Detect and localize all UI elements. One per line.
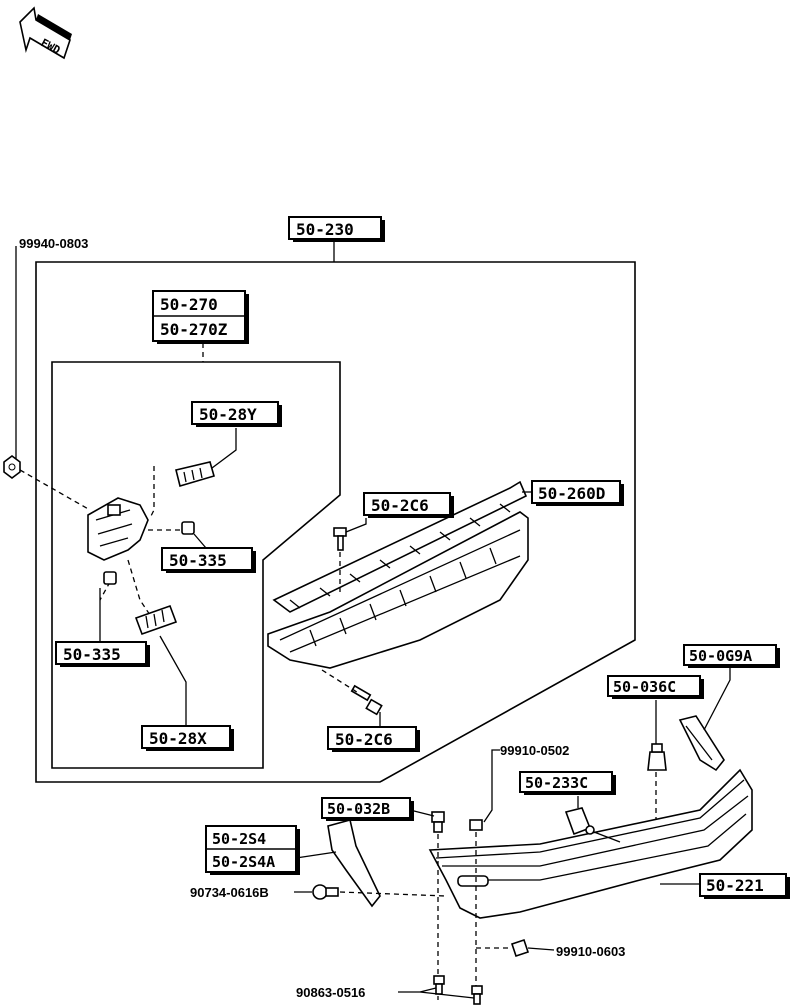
assembly-frame-50-270 <box>51 361 341 769</box>
clip-part-50-335-b <box>103 571 117 585</box>
bracket-part <box>87 497 149 561</box>
reinforcement-part-50-260d <box>272 480 528 613</box>
assembly-frame-50-230 <box>35 261 636 783</box>
svg-text:50-2C6: 50-2C6 <box>335 730 393 749</box>
label-50-28x: 50-28X <box>141 725 234 751</box>
fwd-arrow-icon: FWD <box>19 6 72 60</box>
bolt-part-50-2c6-bottom <box>350 684 383 716</box>
svg-text:50-270: 50-270 <box>160 295 218 314</box>
label-50-28y: 50-28Y <box>191 401 282 427</box>
nut-part-90734-06168 <box>312 884 339 900</box>
svg-text:50-28Y: 50-28Y <box>199 405 257 424</box>
label-50-233c: 50-233C <box>519 771 616 795</box>
svg-text:50-335: 50-335 <box>63 645 121 664</box>
nut-part-99940-0803 <box>3 455 21 479</box>
svg-text:50-2S4: 50-2S4 <box>212 830 266 848</box>
svg-text:50-0G9A: 50-0G9A <box>689 647 752 665</box>
bumper-cover-part-50-221 <box>428 768 753 919</box>
svg-text:50-032B: 50-032B <box>327 800 390 818</box>
label-99910-0603: 99910-0603 <box>556 944 625 959</box>
label-50-2c6-top: 50-2C6 <box>363 492 454 518</box>
clip-part-50-233c <box>564 807 595 836</box>
label-50-221: 50-221 <box>699 873 790 899</box>
bracket-part-50-0g9a <box>678 715 725 772</box>
absorber-part <box>267 511 529 669</box>
svg-text:50-230: 50-230 <box>296 220 354 239</box>
label-50-270: 50-270 50-270Z <box>152 290 249 344</box>
label-50-335-b: 50-335 <box>55 641 150 667</box>
nut-part-99910-0603 <box>510 938 530 958</box>
label-90734-06168: 90734-0616B <box>190 885 269 900</box>
svg-text:50-233C: 50-233C <box>525 774 588 792</box>
label-99940-0803: 99940-0803 <box>19 236 88 251</box>
label-50-0g9a: 50-0G9A <box>683 644 780 668</box>
garnish-part-50-28y <box>175 461 215 488</box>
label-90863-0516: 90863-0516 <box>296 985 365 1000</box>
svg-text:50-335: 50-335 <box>169 551 227 570</box>
clip-part-50-036c <box>647 743 667 771</box>
label-50-032b: 50-032B <box>321 797 414 821</box>
svg-text:50-221: 50-221 <box>706 876 764 895</box>
svg-text:50-036C: 50-036C <box>613 678 676 696</box>
svg-text:50-2C6: 50-2C6 <box>371 496 429 515</box>
svg-text:50-270Z: 50-270Z <box>160 320 228 339</box>
bolt-part-50-2c6-top <box>333 527 347 551</box>
clip-part-50-032b <box>431 811 445 833</box>
bracket-part-50-2s4 <box>327 819 381 908</box>
svg-text:50-260D: 50-260D <box>538 484 605 503</box>
nut-part-99910-0502 <box>469 819 483 831</box>
clip-part-50-335-a <box>181 521 195 535</box>
label-50-230: 50-230 <box>288 216 385 242</box>
garnish-part-50-28x <box>134 604 178 636</box>
label-50-2c6-bottom: 50-2C6 <box>327 726 420 752</box>
bolt-part-90863-0516-a <box>433 975 445 995</box>
label-50-2s4: 50-2S4 50-2S4A <box>205 825 300 875</box>
label-50-260d: 50-260D <box>531 480 624 506</box>
bolt-part-90863-0516-b <box>471 985 483 1005</box>
label-50-036c: 50-036C <box>607 675 704 699</box>
svg-text:50-28X: 50-28X <box>149 729 207 748</box>
label-99910-0502: 99910-0502 <box>500 743 569 758</box>
label-50-335-a: 50-335 <box>161 547 256 573</box>
svg-text:50-2S4A: 50-2S4A <box>212 853 275 871</box>
